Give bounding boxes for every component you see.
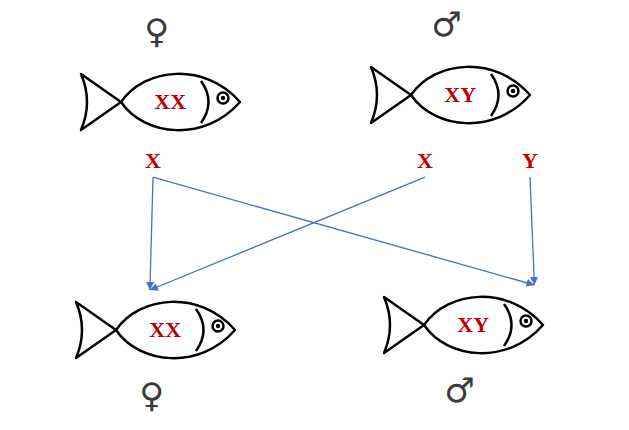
fish-gill	[491, 74, 499, 116]
fish-tail	[371, 67, 411, 123]
sex-symbol: ♂	[431, 7, 461, 41]
fish-eye	[213, 321, 224, 332]
inheritance-arrow	[150, 177, 425, 290]
fish-pupil	[221, 96, 225, 100]
sex-symbol: ♀	[139, 378, 164, 412]
fish-gill	[201, 81, 209, 123]
gamete-node: X	[412, 147, 438, 175]
fish-node: XX♀	[70, 290, 240, 370]
gamete-label: Y	[522, 149, 538, 173]
fish-node: ♀XX	[75, 62, 245, 142]
fish-tail	[384, 297, 424, 353]
fish-node: ♂XY	[365, 55, 535, 135]
fish-eye	[521, 316, 532, 327]
fish-node: XY♂	[378, 285, 548, 365]
inheritance-arrow	[530, 177, 534, 285]
sex-symbol: ♂	[444, 373, 474, 407]
fish-pupil	[511, 89, 515, 93]
fish-eye	[508, 86, 519, 97]
gamete-node: X	[140, 147, 166, 175]
fish-gill	[196, 309, 204, 351]
genotype-label: XY	[444, 83, 476, 107]
fish-body	[116, 302, 235, 358]
genotype-label: XX	[149, 318, 181, 342]
fish-pupil	[524, 319, 528, 323]
fish-eye	[218, 93, 229, 104]
gamete-node: Y	[517, 147, 543, 175]
fish-body	[121, 74, 240, 130]
fish-tail	[76, 302, 116, 358]
fish-gill	[504, 304, 512, 346]
fish-pupil	[216, 324, 220, 328]
fish-body	[411, 67, 530, 123]
genotype-label: XX	[154, 90, 186, 114]
gamete-label: X	[145, 149, 161, 173]
inheritance-arrow	[153, 177, 534, 285]
inheritance-arrow	[150, 177, 153, 290]
gamete-label: X	[417, 149, 433, 173]
fish-body	[424, 297, 543, 353]
fish-tail	[81, 74, 121, 130]
sex-symbol: ♀	[144, 14, 169, 48]
genotype-label: XY	[457, 313, 489, 337]
